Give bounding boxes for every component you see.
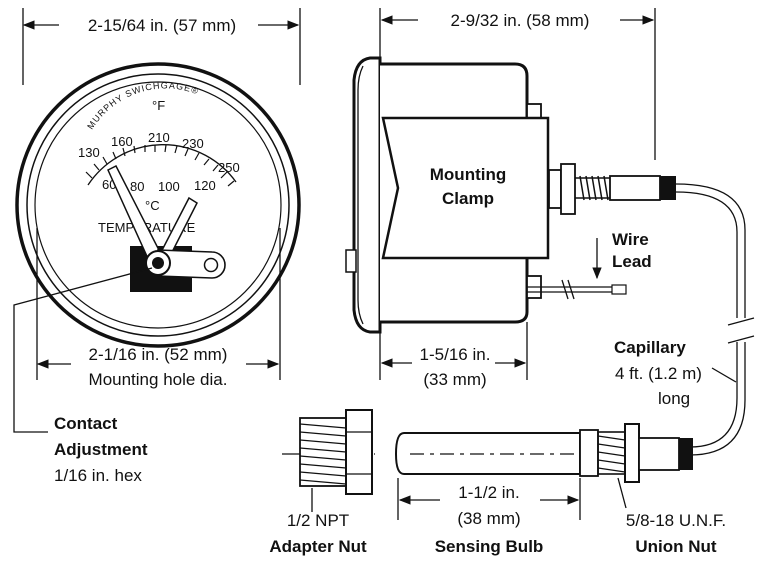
scale-c-80: 80 [130, 179, 144, 194]
adapter-nut: 1/2 NPT Adapter Nut [269, 409, 375, 556]
unit-f-label: °F [152, 98, 165, 113]
union-nut-name: Union Nut [635, 537, 717, 556]
capillary-title: Capillary [614, 338, 686, 357]
gauge-bezel [15, 62, 301, 348]
scale-c-120: 120 [194, 178, 216, 193]
wire-lead-line1: Wire [612, 230, 649, 249]
mounting-clamp [381, 116, 550, 260]
scale-f-250: 250 [218, 160, 240, 175]
scale-f-160: 160 [111, 134, 133, 149]
side-depth-label: 2-9/32 in. (58 mm) [451, 11, 590, 30]
capillary-tube: Capillary 4 ft. (1.2 m) long [614, 183, 755, 456]
clamp-label-line1: Mounting [430, 165, 506, 184]
contact-adjustment-line2: Adjustment [54, 440, 148, 459]
bulb-dim-line2: (38 mm) [457, 509, 520, 528]
capillary-length-line1: 4 ft. (1.2 m) [615, 364, 702, 383]
capillary-fitting-bottom [679, 438, 693, 470]
side-view: 2-9/32 in. (58 mm) Mounting Clamp [345, 8, 676, 389]
contact-adjustment-line3: 1/16 in. hex [54, 466, 142, 485]
body-depth-line1: 1-5/16 in. [420, 345, 491, 364]
adapter-nut-name: Adapter Nut [269, 537, 367, 556]
union-nut-spec: 5/8-18 U.N.F. [626, 511, 726, 530]
unit-c-label: °C [145, 198, 160, 213]
mounting-hole-caption: Mounting hole dia. [89, 370, 228, 389]
scale-c-100: 100 [158, 179, 180, 194]
capillary-fitting-top [660, 176, 676, 200]
front-width-label: 2-15/64 in. (57 mm) [88, 16, 236, 35]
scale-f-130: 130 [78, 145, 100, 160]
wire-lead-line2: Lead [612, 252, 652, 271]
side-bezel [352, 56, 382, 334]
contact-adjustment-callout: Contact Adjustment 1/16 in. hex [54, 414, 148, 485]
clamp-label-line2: Clamp [442, 189, 494, 208]
bulb-dim-line1: 1-1/2 in. [458, 483, 519, 502]
adapter-nut-spec: 1/2 NPT [287, 511, 349, 530]
union-nut [624, 423, 640, 483]
front-view: 2-15/64 in. (57 mm) MURPHY SWICHGAGE® °F… [13, 8, 301, 433]
capillary-length-line2: long [658, 389, 690, 408]
scale-f-210: 210 [148, 130, 170, 145]
gauge-dial-face [34, 81, 282, 329]
sensing-bulb-name: Sensing Bulb [435, 537, 544, 556]
sensing-bulb: 1-1/2 in. (38 mm) Sensing Bulb 5/8-18 U.… [394, 423, 726, 556]
contact-adjustment-line1: Contact [54, 414, 118, 433]
scale-f-230: 230 [182, 136, 204, 151]
mounting-hole-dim: 2-1/16 in. (52 mm) [89, 345, 228, 364]
scale-ticks [85, 144, 235, 187]
body-depth-line2: (33 mm) [423, 370, 486, 389]
